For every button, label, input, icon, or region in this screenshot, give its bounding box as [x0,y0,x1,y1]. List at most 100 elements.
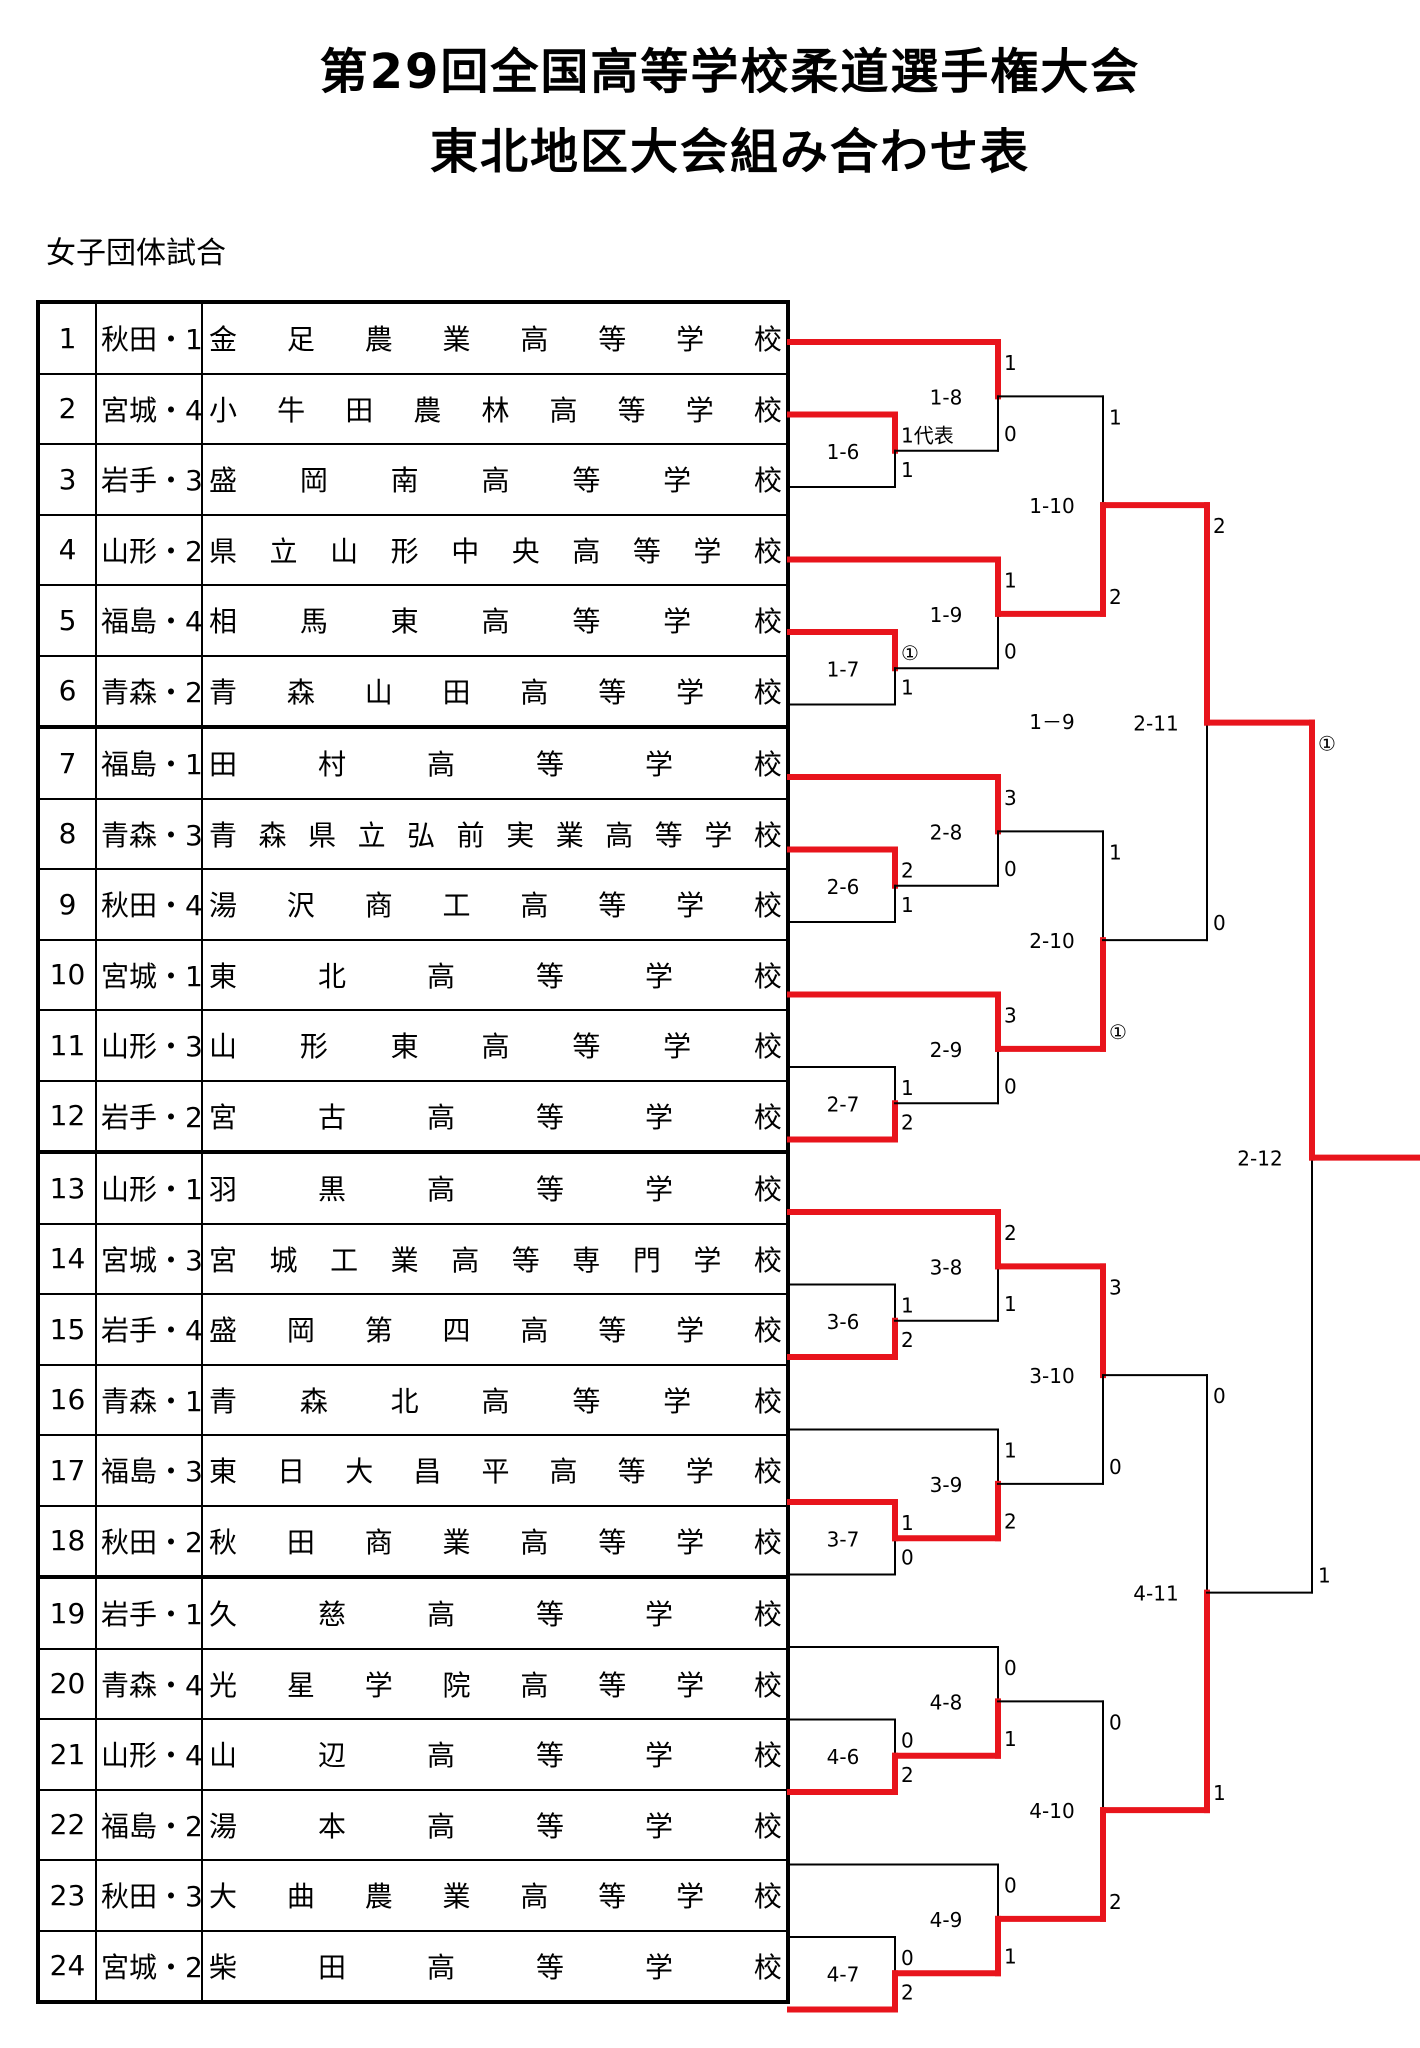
score-label: ① [1109,1020,1127,1044]
score-label: 0 [1213,911,1226,935]
entry-prefecture: 山形・4 [95,1718,203,1791]
entry-school: 田村高等学校 [201,725,789,800]
score-label: 2 [1004,1509,1017,1533]
score-label: 1 [1004,1292,1017,1316]
entry-school: 羽黒高等学校 [201,1150,789,1225]
school-name: 宮古高等学校 [209,1100,782,1134]
entry-number: 2 [37,372,97,445]
entry-prefecture: 山形・3 [95,1009,203,1082]
score-label: 0 [1004,639,1017,663]
entry-school: 宮古高等学校 [201,1079,789,1153]
entry-school: 山辺高等学校 [201,1718,789,1791]
score-label: 1 [1004,569,1017,593]
match-label: 4-8 [930,1690,963,1714]
entry-prefecture: 宮城・4 [95,372,203,445]
match-label: 2-12 [1237,1147,1282,1171]
score-label: 2 [901,1111,914,1135]
score-label: ① [1318,732,1336,756]
score-label: 1 [1318,1564,1331,1588]
school-name: 県立山形中央高等学校 [209,534,782,568]
score-label: 1 [901,1511,914,1535]
entry-prefecture: 岩手・2 [95,1079,203,1153]
score-label: 2 [1004,1221,1017,1245]
score-label: 1 [1004,351,1017,375]
entry-school: 湯沢商工高等学校 [201,868,789,941]
entry-school: 湯本高等学校 [201,1788,789,1861]
school-name: 湯沢商工高等学校 [209,889,782,923]
school-name: 青森県立弘前実業高等学校 [209,818,782,852]
school-name: 小牛田農林高等学校 [209,393,782,427]
school-name: 盛岡南高等学校 [209,464,782,498]
score-label: ① [901,641,919,665]
entry-prefecture: 岩手・3 [95,443,203,516]
entry-school: 盛岡第四高等学校 [201,1293,789,1366]
match-label: 4-9 [930,1908,963,1932]
entry-number: 13 [37,1150,97,1225]
score-label: 0 [901,1946,914,1970]
entry-number: 12 [37,1079,97,1153]
school-name: 盛岡第四高等学校 [209,1314,782,1348]
school-name: 田村高等学校 [209,748,782,782]
entry-prefecture: 秋田・2 [95,1504,203,1578]
score-label: 0 [901,1729,914,1753]
score-label: 0 [1213,1384,1226,1408]
score-label: 1 [1109,405,1122,429]
school-name: 相馬東高等学校 [209,605,782,639]
score-label: 1 [901,676,914,700]
entry-number: 10 [37,938,97,1011]
match-label: 3-10 [1029,1364,1074,1388]
entry-school: 青森県立弘前実業高等学校 [201,797,789,870]
entry-number: 14 [37,1222,97,1295]
entry-number: 19 [37,1575,97,1650]
entry-school: 秋田商業高等学校 [201,1504,789,1578]
entry-school: 金足農業高等学校 [201,301,789,375]
score-label: 2 [1109,585,1122,609]
entry-prefecture: 山形・2 [95,513,203,586]
entry-prefecture: 青森・4 [95,1647,203,1720]
entry-prefecture: 青森・3 [95,797,203,870]
school-name: 光星学院高等学校 [209,1668,782,1702]
school-name: 山辺高等学校 [209,1739,782,1773]
entry-number: 4 [37,513,97,586]
entry-school: 青森山田高等学校 [201,654,789,728]
match-label: 2-8 [930,820,963,844]
entry-school: 山形東高等学校 [201,1009,789,1082]
school-name: 柴田高等学校 [209,1950,782,1984]
entry-prefecture: 秋田・4 [95,868,203,941]
score-label: 0 [1004,857,1017,881]
school-name: 久慈高等学校 [209,1598,782,1632]
school-name: 大曲農業高等学校 [209,1880,782,1914]
entry-number: 16 [37,1363,97,1436]
school-name: 秋田商業高等学校 [209,1525,782,1559]
match-label: 2-10 [1029,929,1074,953]
score-label: 0 [1109,1455,1122,1479]
match-label: 1-8 [930,385,963,409]
score-label: 1 [901,458,914,482]
score-label: 2 [901,859,914,883]
score-label: 1 [1004,1439,1017,1463]
score-label: 2 [901,1328,914,1352]
score-label: 1 [1004,1727,1017,1751]
school-name: 金足農業高等学校 [209,323,782,357]
entry-number: 1 [37,301,97,375]
score-label: 1 [1213,1781,1226,1805]
